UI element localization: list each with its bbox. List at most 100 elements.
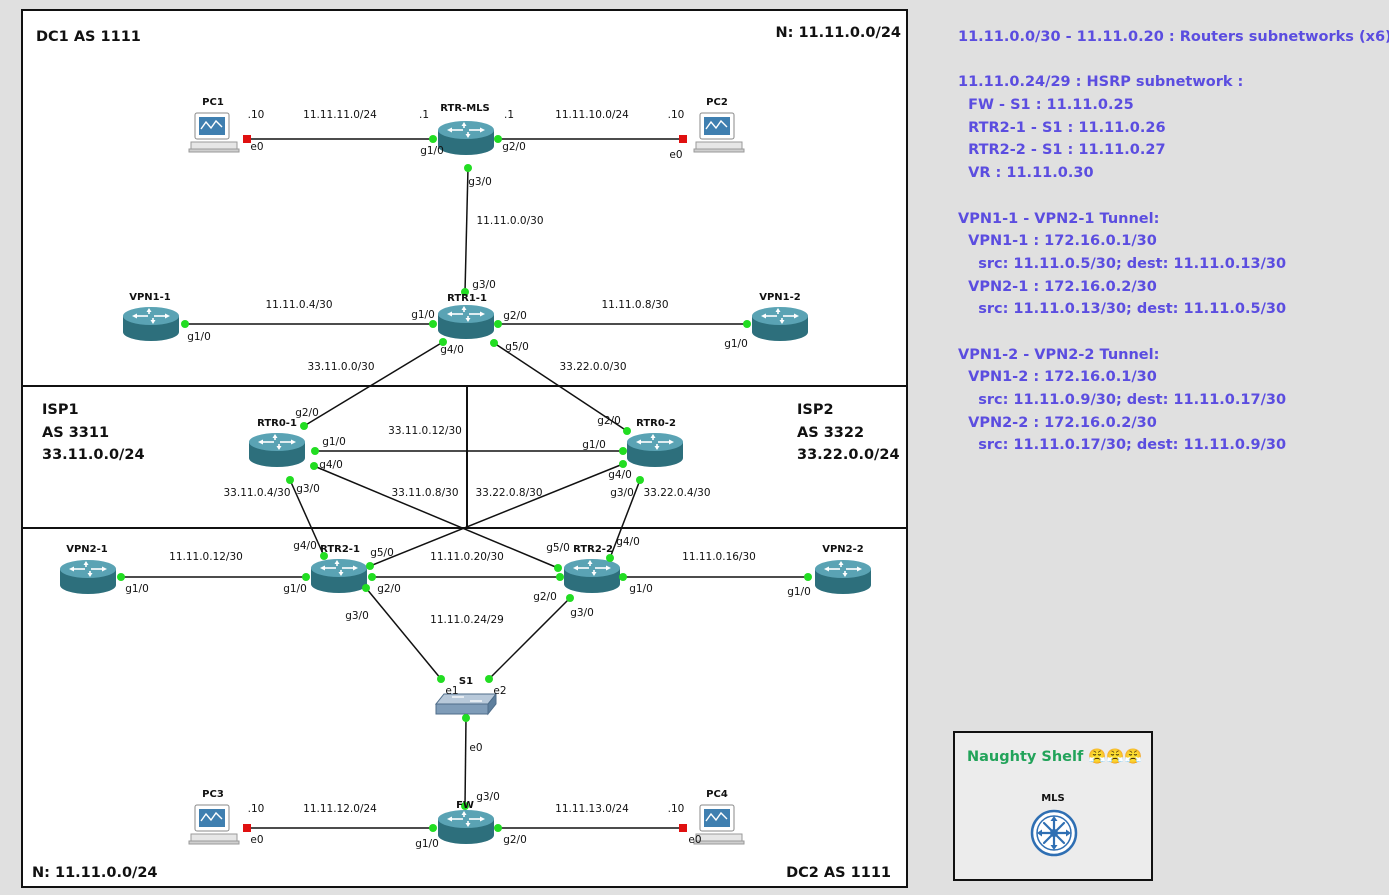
rtr22-port-g3: g3/0 bbox=[570, 607, 594, 619]
link-label-mls-pc2: 11.11.10.0/24 bbox=[555, 109, 629, 121]
note-line: VR : 11.11.0.30 bbox=[958, 165, 1094, 182]
rtr1-1-label: RTR1-1 bbox=[447, 293, 487, 304]
vpn2-1-router[interactable] bbox=[59, 559, 117, 595]
rtr1-1-router[interactable] bbox=[437, 304, 495, 340]
rtr-mls-router[interactable] bbox=[437, 120, 495, 156]
vpn1-1-label: VPN1-1 bbox=[129, 292, 171, 303]
note-line: VPN1-1 : 172.16.0.1/30 bbox=[958, 233, 1157, 250]
rtr21-port-g4: g4/0 bbox=[293, 540, 317, 552]
link-label-hsrp: 11.11.0.24/29 bbox=[430, 614, 504, 626]
link-label-rtr11-vpn12: 11.11.0.8/30 bbox=[602, 299, 669, 311]
rtr01-port-g3: g3/0 bbox=[296, 483, 320, 495]
vpn1-2-label: VPN1-2 bbox=[759, 292, 801, 303]
shelf-title: Naughty Shelf 😤😤😤 bbox=[967, 749, 1143, 765]
notes-panel: 11.11.0.0/30 - 11.11.0.20 : Routers subn… bbox=[958, 26, 1389, 457]
link-rtr02-rtr22 bbox=[609, 479, 641, 559]
mls-ip-left: .1 bbox=[419, 109, 429, 121]
rtr21-port-g3: g3/0 bbox=[345, 610, 369, 622]
rtr01-port-g1: g1/0 bbox=[322, 436, 346, 448]
s1-port-e0: e0 bbox=[469, 742, 482, 754]
note-line: RTR2-2 - S1 : 11.11.0.27 bbox=[958, 142, 1166, 159]
note-line bbox=[958, 321, 1383, 344]
fw-port-g2: g2/0 bbox=[503, 834, 527, 846]
rtr21-port-g5: g5/0 bbox=[370, 547, 394, 559]
rtr02-port-g4: g4/0 bbox=[608, 469, 632, 481]
link-s1-fw bbox=[464, 717, 467, 807]
link-label-rtr02-rtr21: 33.22.0.8/30 bbox=[476, 487, 543, 499]
link-label-rtr22-vpn22: 11.11.0.16/30 bbox=[682, 551, 756, 563]
rtr11-port-g5: g5/0 bbox=[505, 341, 529, 353]
fw-label: FW bbox=[456, 800, 474, 811]
rtr22-port-g4: g4/0 bbox=[616, 536, 640, 548]
link-label-pc3-fw: 11.11.12.0/24 bbox=[303, 803, 377, 815]
link-rtr22-s1 bbox=[488, 597, 571, 680]
rtr0-2-router[interactable] bbox=[626, 432, 684, 468]
note-line: VPN2-1 : 172.16.0.2/30 bbox=[958, 278, 1157, 295]
note-line: src: 11.11.0.9/30; dest: 11.11.0.17/30 bbox=[958, 392, 1287, 408]
note-line: VPN1-1 - VPN2-1 Tunnel: bbox=[958, 210, 1160, 227]
link-label-fw-pc4: 11.11.13.0/24 bbox=[555, 803, 629, 815]
rtr2-2-router[interactable] bbox=[563, 558, 621, 594]
link-rtr01-rtr22 bbox=[313, 465, 559, 569]
isp1-as: AS 3311 bbox=[42, 425, 109, 441]
mls-port-g1: g1/0 bbox=[420, 145, 444, 157]
note-line: src: 11.11.0.17/30; dest: 11.11.0.9/30 bbox=[958, 437, 1287, 454]
rtr22-port-g1: g1/0 bbox=[629, 583, 653, 595]
note-line: VPN1-2 - VPN2-2 Tunnel: bbox=[958, 346, 1160, 363]
link-label-rtr01-rtr21: 33.11.0.4/30 bbox=[224, 487, 291, 499]
link-label-rtr01-rtr02: 33.11.0.12/30 bbox=[388, 425, 462, 437]
note-line bbox=[958, 49, 1383, 72]
rtr2-1-router[interactable] bbox=[310, 558, 368, 594]
rtr2-1-label: RTR2-1 bbox=[320, 544, 360, 555]
fw-router[interactable] bbox=[437, 809, 495, 845]
s1-switch[interactable] bbox=[435, 693, 497, 715]
link-rtr02-rtr21 bbox=[369, 463, 624, 567]
pc2-port: e0 bbox=[669, 149, 682, 161]
rtr01-port-g4: g4/0 bbox=[319, 459, 343, 471]
rtr0-1-label: RTR0-1 bbox=[257, 418, 297, 429]
vpn1-1-router[interactable] bbox=[122, 306, 180, 342]
s1-label: S1 bbox=[459, 676, 473, 687]
note-line: 11.11.0.24/29 : HSRP subnetwork : bbox=[958, 74, 1244, 91]
rtr21-port-g1: g1/0 bbox=[283, 583, 307, 595]
vpn1-2-router[interactable] bbox=[751, 306, 809, 342]
rtr0-1-router[interactable] bbox=[248, 432, 306, 468]
link-label-vpn11-rtr11: 11.11.0.4/30 bbox=[266, 299, 333, 311]
link-label-rtr02-rtr22: 33.22.0.4/30 bbox=[644, 487, 711, 499]
link-label-rtr21-rtr22: 11.11.0.20/30 bbox=[430, 551, 504, 563]
note-line: FW - S1 : 11.11.0.25 bbox=[958, 97, 1134, 114]
vpn2-2-label: VPN2-2 bbox=[822, 544, 864, 555]
isp1-name: ISP1 bbox=[42, 402, 79, 418]
pc4-port: e0 bbox=[688, 834, 701, 846]
pc3-label: PC3 bbox=[202, 789, 224, 800]
dc2-network-label: N: 11.11.0.0/24 bbox=[32, 865, 158, 881]
pc3-ip: .10 bbox=[248, 803, 265, 815]
rtr22-port-g2: g2/0 bbox=[533, 591, 557, 603]
port-dots bbox=[117, 135, 812, 832]
note-line: src: 11.11.0.5/30; dest: 11.11.0.13/30 bbox=[958, 255, 1287, 272]
pc1-port: e0 bbox=[250, 141, 263, 153]
pc4-label: PC4 bbox=[706, 789, 728, 800]
rtr02-port-g3: g3/0 bbox=[610, 487, 634, 499]
s1-port-e2: e2 bbox=[493, 685, 506, 697]
naughty-shelf-box: Naughty Shelf 😤😤😤 MLS bbox=[953, 731, 1153, 881]
link-label-rtr01-rtr22: 33.11.0.8/30 bbox=[392, 487, 459, 499]
link-label-rtr11-rtr02: 33.22.0.0/30 bbox=[560, 361, 627, 373]
vpn22-port-g1: g1/0 bbox=[787, 586, 811, 598]
fw-port-g1: g1/0 bbox=[415, 838, 439, 850]
rtr2-2-label: RTR2-2 bbox=[573, 544, 613, 555]
vpn2-2-router[interactable] bbox=[814, 559, 872, 595]
pc1-ip: .10 bbox=[248, 109, 265, 121]
vpn11-port-g1: g1/0 bbox=[187, 331, 211, 343]
isp1-network: 33.11.0.0/24 bbox=[42, 447, 145, 463]
vpn2-1-label: VPN2-1 bbox=[66, 544, 108, 555]
topology-canvas: DC1 AS 1111 N: 11.11.0.0/24 ISP1 AS 3311… bbox=[21, 9, 908, 888]
links bbox=[121, 138, 808, 829]
mls-port-g3: g3/0 bbox=[468, 176, 492, 188]
rtr02-port-g1: g1/0 bbox=[582, 439, 606, 451]
dc1-network-label: N: 11.11.0.0/24 bbox=[775, 25, 901, 41]
note-line: RTR2-1 - S1 : 11.11.0.26 bbox=[958, 119, 1166, 136]
mls-switch-icon[interactable] bbox=[1030, 809, 1078, 857]
rtr01-port-g2: g2/0 bbox=[295, 407, 319, 419]
vpn21-port-g1: g1/0 bbox=[125, 583, 149, 595]
